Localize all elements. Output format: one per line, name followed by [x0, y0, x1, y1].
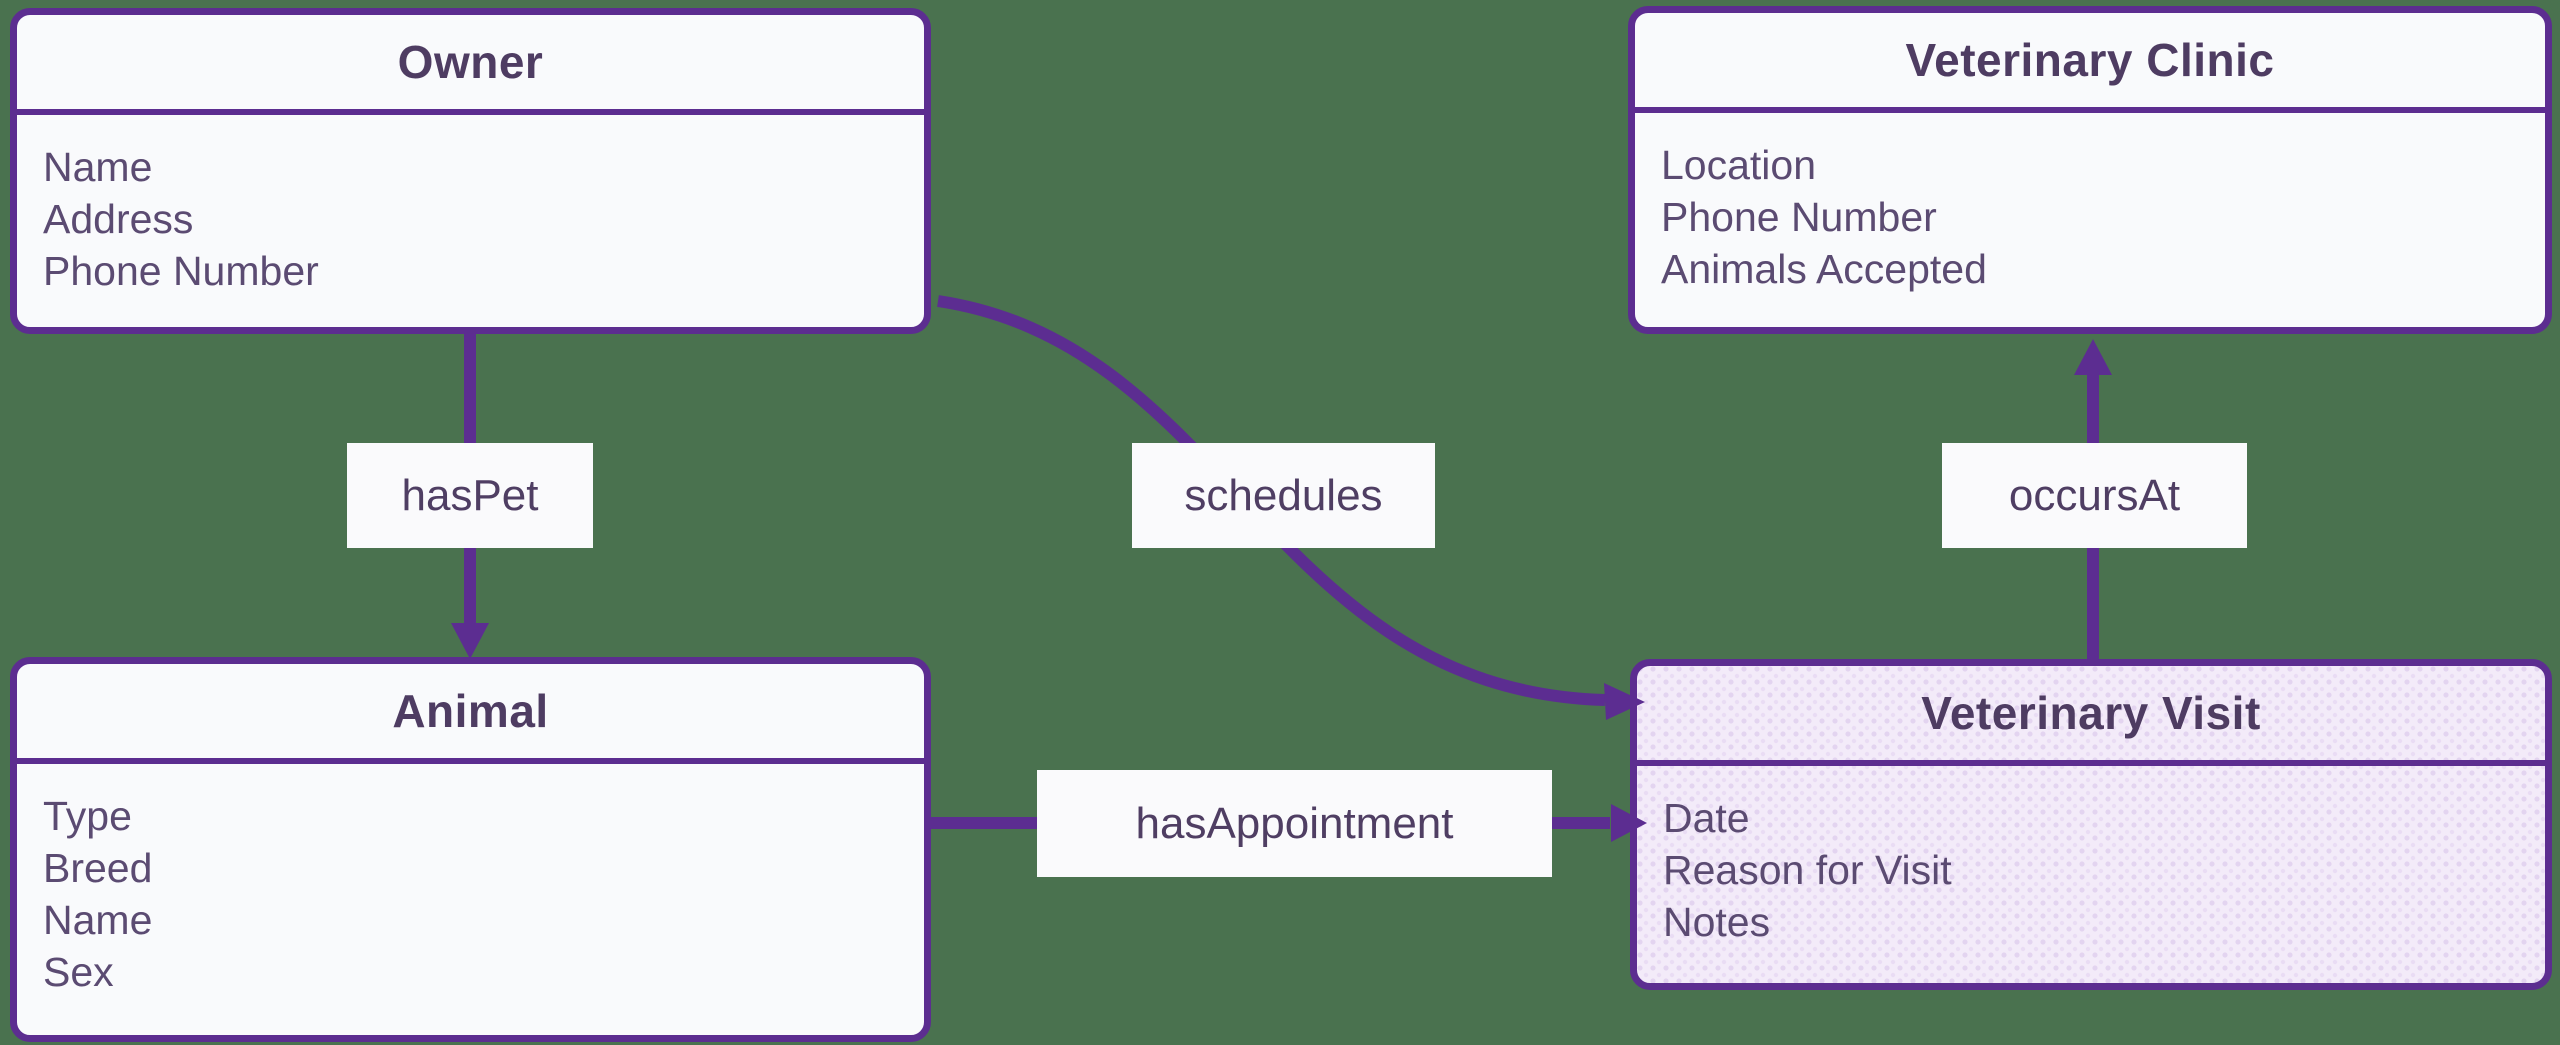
entity-animal[interactable]: Animal Type Breed Name Sex: [10, 657, 931, 1042]
entity-veterinary-clinic[interactable]: Veterinary Clinic Location Phone Number …: [1628, 6, 2552, 334]
attribute: Type: [43, 793, 132, 839]
entity-title: Owner: [397, 36, 544, 88]
schedules-arrowhead-icon: [1604, 683, 1645, 720]
entity-animal-attributes: Type Breed Name Sex: [17, 764, 924, 998]
hasPet-arrowhead-icon: [451, 623, 489, 659]
entity-veterinary-visit-attributes: Date Reason for Visit Notes: [1637, 766, 2545, 948]
hasAppointment-arrowhead-icon: [1611, 804, 1647, 842]
attribute: Sex: [43, 949, 114, 995]
entity-title: Veterinary Visit: [1921, 687, 2261, 739]
attribute: Address: [43, 196, 194, 242]
attribute: Name: [43, 144, 153, 190]
attribute: Reason for Visit: [1663, 847, 1952, 893]
occursAt-arrowhead-icon: [2074, 339, 2112, 375]
relationship-label-hasAppointment[interactable]: hasAppointment: [1037, 770, 1552, 877]
attribute: Animals Accepted: [1661, 246, 1987, 292]
entity-owner-header: Owner: [17, 15, 924, 115]
attribute: Phone Number: [1661, 194, 1937, 240]
entity-veterinary-visit-header: Veterinary Visit: [1637, 666, 2545, 766]
entity-animal-header: Animal: [17, 664, 924, 764]
entity-veterinary-clinic-header: Veterinary Clinic: [1635, 13, 2545, 113]
attribute: Breed: [43, 845, 153, 891]
entity-title: Veterinary Clinic: [1905, 34, 2275, 86]
relationship-label-hasPet[interactable]: hasPet: [347, 443, 593, 548]
entity-veterinary-clinic-attributes: Location Phone Number Animals Accepted: [1635, 113, 2545, 295]
attribute: Name: [43, 897, 153, 943]
attribute: Date: [1663, 795, 1750, 841]
entity-owner-attributes: Name Address Phone Number: [17, 115, 924, 297]
entity-title: Animal: [392, 685, 549, 737]
relationship-label-occursAt[interactable]: occursAt: [1942, 443, 2247, 548]
entity-veterinary-visit[interactable]: Veterinary Visit Date Reason for Visit N…: [1630, 659, 2552, 990]
attribute: Notes: [1663, 899, 1771, 945]
relationship-label-schedules[interactable]: schedules: [1132, 443, 1435, 548]
attribute: Phone Number: [43, 248, 319, 294]
attribute: Location: [1661, 142, 1817, 188]
entity-owner[interactable]: Owner Name Address Phone Number: [10, 8, 931, 334]
